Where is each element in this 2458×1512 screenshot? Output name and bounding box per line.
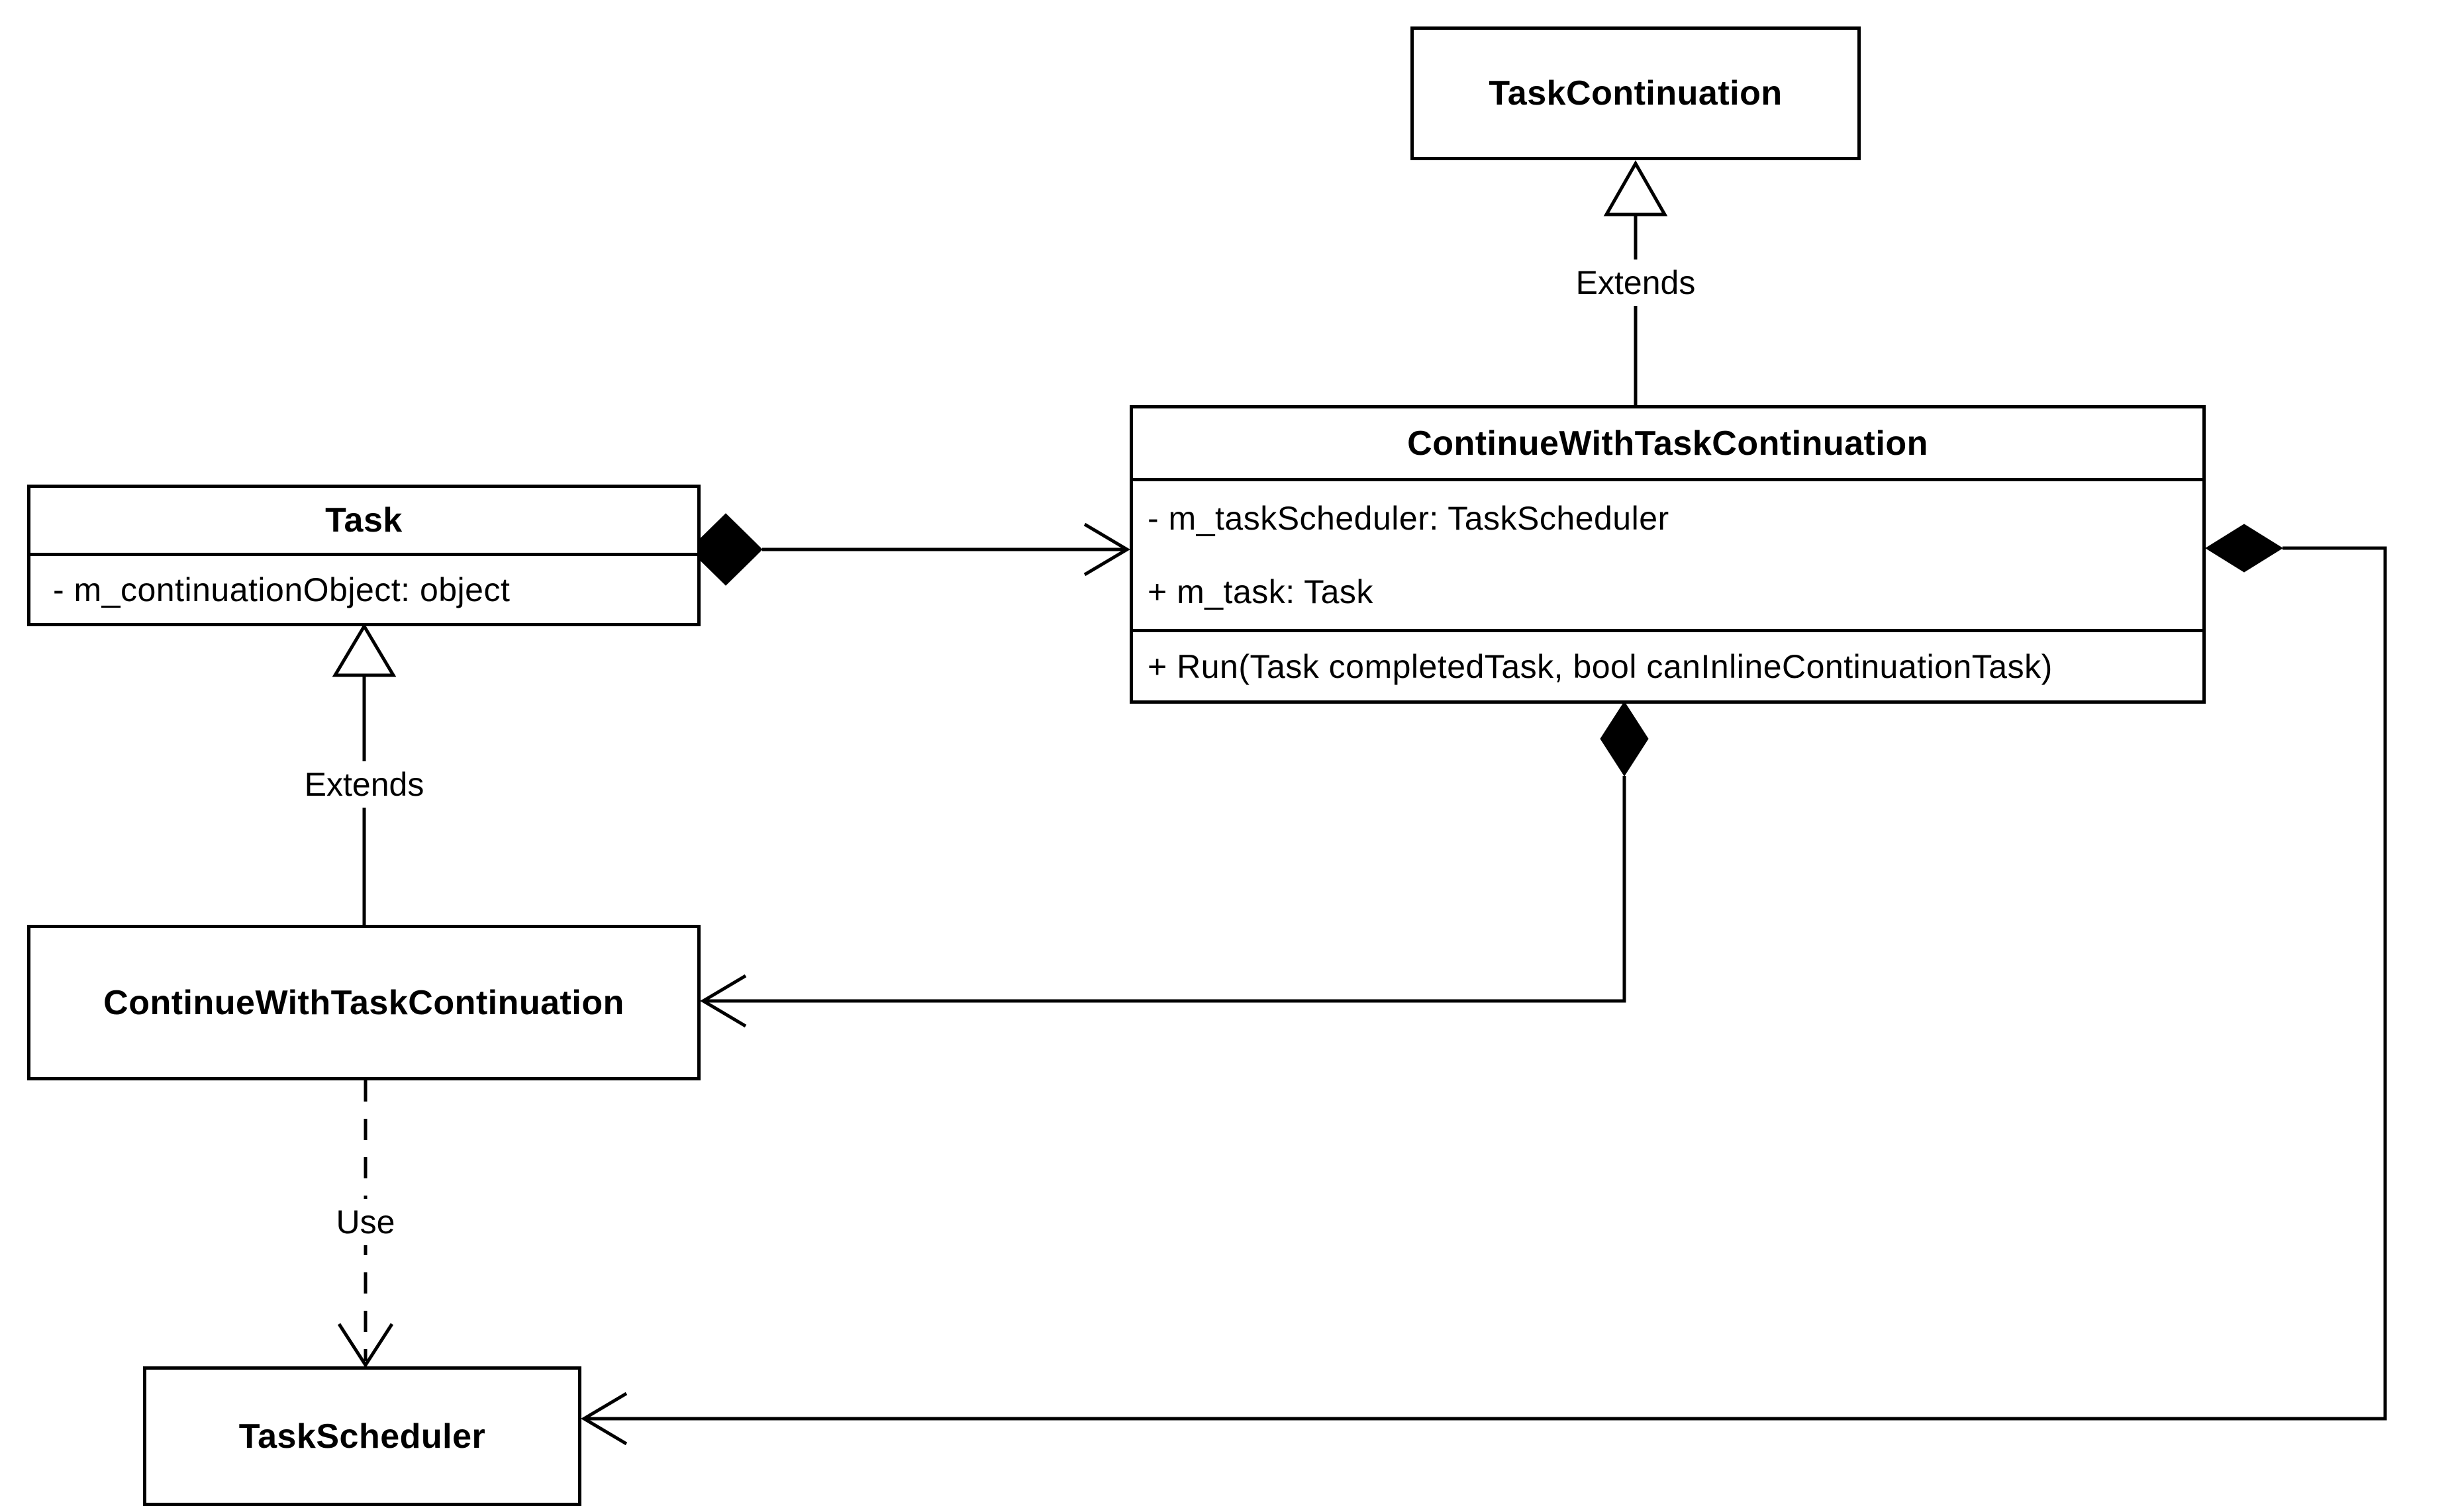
class-box-continuewithtaskcontinuation-right: ContinueWithTaskContinuation - m_taskSch… [1130, 405, 2206, 704]
relation-label-extends-top: Extends [1569, 260, 1702, 306]
relation-label-use: Use [329, 1199, 402, 1245]
relation-label-extends-left: Extends [297, 761, 431, 808]
dependency-use [337, 1080, 394, 1368]
composition-task-to-cwt [689, 513, 1130, 586]
composition-cwt-to-scheduler [581, 524, 2387, 1446]
class-box-continuewithtaskcontinuation-left: ContinueWithTaskContinuation [27, 925, 701, 1080]
attribute: - m_taskScheduler: TaskScheduler [1148, 499, 1669, 537]
attribute: - m_continuationObject: object [53, 571, 511, 608]
class-name: Task [325, 501, 403, 540]
methods-section: + Run(Task completedTask, bool canInline… [1133, 629, 2202, 700]
composition-cwt-to-cwtleft [700, 701, 1649, 1028]
class-box-taskcontinuation: TaskContinuation [1410, 26, 1861, 160]
attribute: + m_task: Task [1148, 573, 1373, 611]
attributes-section: - m_continuationObject: object [30, 553, 697, 623]
attributes-section: - m_taskScheduler: TaskScheduler + m_tas… [1133, 478, 2202, 629]
generalization-extends-top [1603, 160, 1668, 406]
class-name: TaskContinuation [1489, 74, 1783, 113]
class-name: ContinueWithTaskContinuation [103, 983, 624, 1022]
class-name: ContinueWithTaskContinuation [1407, 424, 1928, 463]
class-box-task: Task - m_continuationObject: object [27, 485, 701, 626]
class-box-taskscheduler: TaskScheduler [143, 1366, 581, 1506]
class-name: TaskScheduler [238, 1417, 486, 1456]
method: + Run(Task completedTask, bool canInline… [1148, 647, 2053, 685]
